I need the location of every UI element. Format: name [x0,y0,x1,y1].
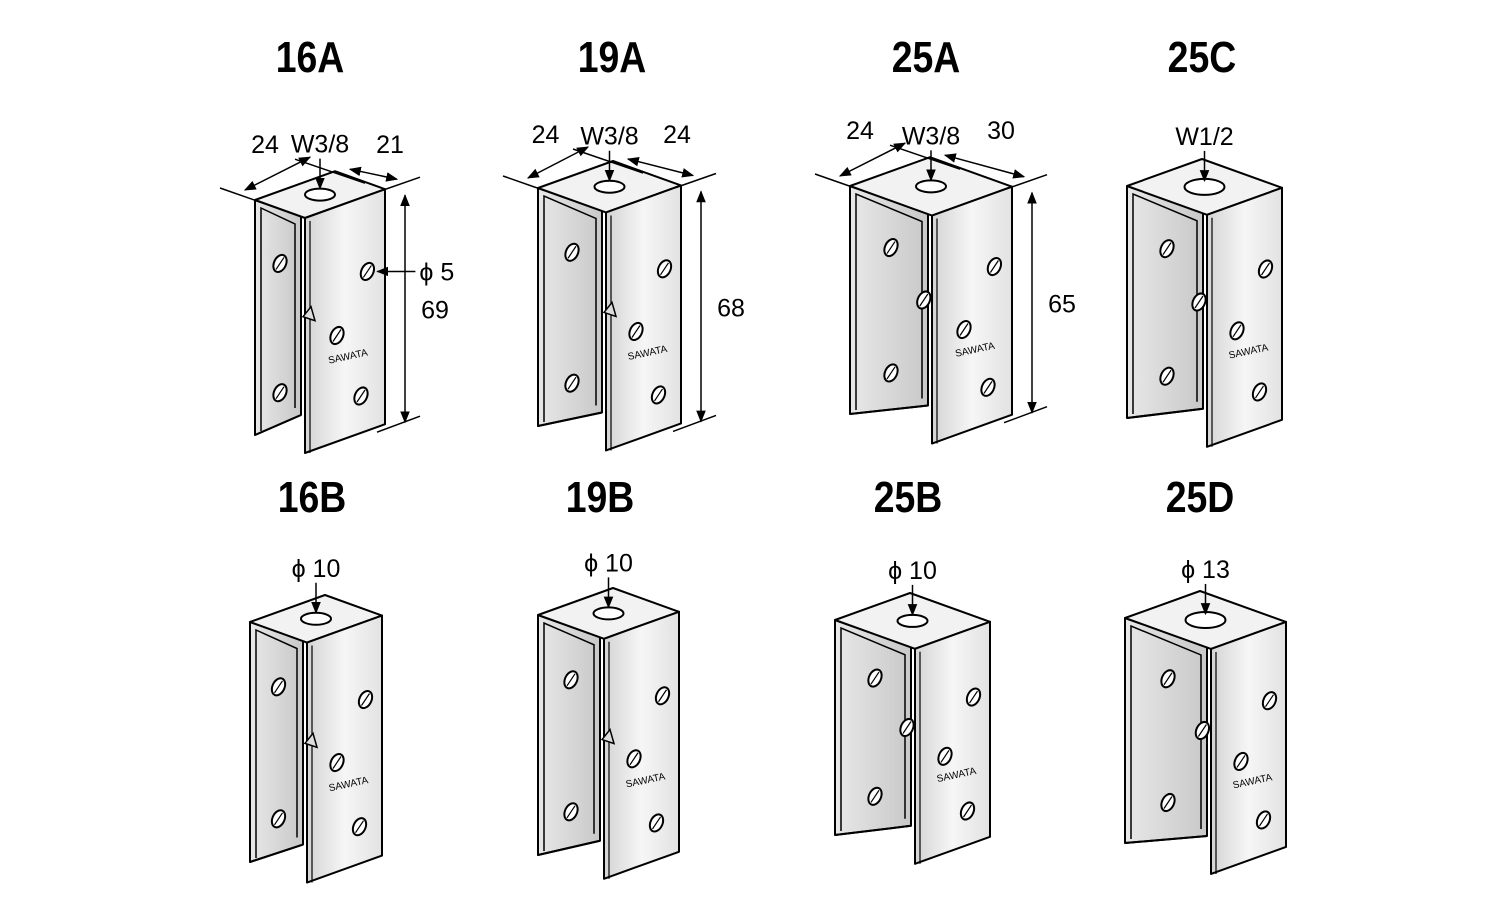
hole-size-label: ϕ 10 [292,555,341,583]
width-dimension [243,156,312,191]
tab-icon [303,731,319,749]
hole-size-label: ϕ 10 [584,549,633,577]
right-face [914,620,991,865]
width-dimension [526,146,590,179]
height-label: 69 [421,297,449,325]
model-title: 25C [1168,32,1237,82]
width-label: 24 [532,121,560,149]
width-label: 24 [251,131,279,159]
model-title: 19A [578,32,647,82]
right-face [306,614,383,884]
tab-icon [301,305,317,322]
side-hole-label: ϕ 5 [419,258,454,286]
right-face [1206,186,1283,448]
hole-size-label: W3/8 [902,122,960,150]
depth-label: 21 [376,131,404,159]
height-label: 65 [1048,291,1076,319]
top-hole-icon [593,179,626,194]
tab-icon [600,727,616,745]
width-label: 24 [846,117,874,145]
right-face [603,610,680,880]
top-hole-icon [1184,610,1227,629]
hole-size-label: W1/2 [1175,123,1233,151]
height-label: 68 [717,294,745,322]
hole-size-label: ϕ 10 [888,557,937,585]
model-title: 25D [1166,472,1235,522]
hole-size-label: W3/8 [580,123,638,151]
depth-label: 30 [987,117,1015,145]
model-title: 16A [276,32,345,82]
model-title: 25A [892,32,961,82]
depth-dimension [626,157,695,178]
depth-dimension [943,153,1026,179]
hole-size-label: ϕ 13 [1181,556,1230,584]
top-hole-icon [304,187,336,202]
top-hole-icon [1183,177,1226,196]
tab-icon [602,300,618,318]
right-face [605,184,682,452]
right-face [931,185,1013,445]
right-face [304,188,386,454]
top-hole-icon [915,179,947,194]
right-face [1210,620,1287,875]
width-dimension [838,142,907,177]
model-title: 16B [278,472,347,522]
model-title: 25B [874,472,943,522]
top-hole-icon [592,606,625,621]
depth-dimension [348,166,399,182]
model-title: 19B [566,472,635,522]
top-hole-icon [896,613,929,628]
depth-label: 24 [663,121,691,149]
top-hole-icon [300,611,332,626]
hole-size-label: W3/8 [291,131,349,159]
